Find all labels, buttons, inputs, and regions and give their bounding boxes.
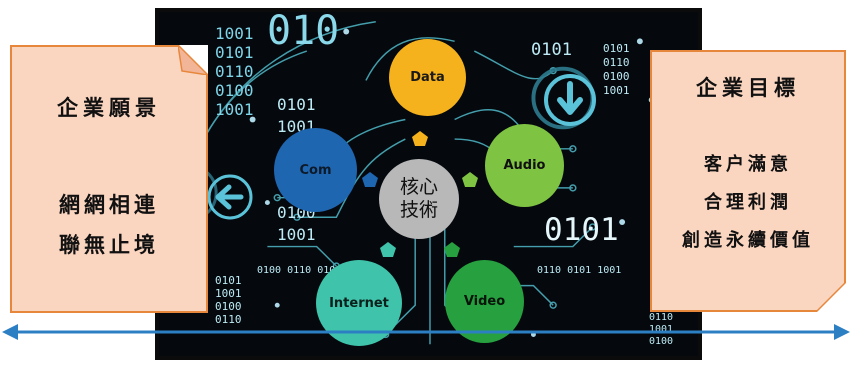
- binary-text: 0110: [603, 56, 630, 69]
- internet-label: Internet: [329, 295, 389, 311]
- binary-large-top: 010: [267, 8, 340, 54]
- data-label: Data: [410, 70, 445, 85]
- down-arrow-circle-icon: [544, 74, 596, 126]
- binary-column-bottom-left: 0101 1001 0100 0110: [215, 274, 242, 326]
- vision-note-line: 聯無止境: [59, 232, 159, 257]
- pentagon-connector-icon: [380, 242, 396, 257]
- pentagon-connector-icon: [362, 172, 378, 187]
- data-circle: Data: [389, 39, 466, 116]
- pentagon-connector-icon: [444, 242, 460, 257]
- goals-note-line: 合理利潤: [704, 192, 792, 213]
- binary-top-right-b: 0101: [531, 40, 572, 60]
- double-arrow-icon: [2, 324, 850, 340]
- vision-note-title: 企業願景: [57, 95, 161, 120]
- audio-label: Audio: [503, 158, 546, 173]
- goals-note-line: 客户滿意: [704, 154, 792, 175]
- audio-circle: Audio: [485, 124, 564, 207]
- binary-text: 0101: [215, 274, 242, 287]
- goals-note: 企業目標 客户滿意 合理利潤 創造永續價值: [650, 50, 846, 312]
- core-label-line: 技術: [399, 199, 438, 221]
- core-technology-circle: 核心 技術: [379, 159, 459, 239]
- binary-large-right: 0101: [544, 212, 619, 248]
- binary-text: 0110: [215, 62, 254, 81]
- binary-text: 1001: [277, 225, 316, 244]
- binary-text: 0100: [603, 70, 630, 83]
- binary-column-bottom-right: 0110 1001 0100: [649, 312, 673, 348]
- binary-text: 1001: [215, 287, 242, 300]
- page-curl-icon: [816, 282, 846, 312]
- goals-note-line: 創造永續價值: [682, 230, 814, 251]
- binary-column-top-left: 1001 0101 0110 0100 1001: [215, 24, 254, 119]
- binary-row-left: 0100 0110 0101: [257, 265, 342, 276]
- video-circle: Video: [445, 260, 524, 343]
- core-label-line: 核心: [399, 176, 438, 198]
- binary-text: 1001: [649, 324, 674, 335]
- binary-text: 0110: [649, 312, 674, 323]
- binary-row-right: 0110 0101 1001: [537, 265, 622, 276]
- binary-text: 1001: [215, 100, 254, 119]
- vision-note: 企業願景 網網相連 聯無止境: [10, 45, 208, 313]
- com-circle: Com: [274, 128, 357, 212]
- com-label: Com: [299, 162, 332, 178]
- binary-text: 0101: [277, 95, 316, 114]
- page-curl-icon: [178, 45, 208, 75]
- vision-note-line: 網網相連: [59, 192, 159, 217]
- video-label: Video: [463, 294, 506, 309]
- pentagon-connector-icon: [462, 172, 478, 187]
- binary-text: 0100: [649, 336, 674, 347]
- pentagon-connector-icon: [412, 131, 428, 146]
- binary-text: 1001: [215, 24, 254, 43]
- binary-column-top-right-a: 0101 0110 0100 1001: [603, 42, 630, 98]
- binary-text: 0100: [215, 300, 242, 313]
- binary-text: 0100: [215, 81, 254, 100]
- goals-note-title: 企業目標: [696, 75, 800, 100]
- binary-text: 0110: [215, 313, 242, 326]
- binary-text: 1001: [603, 84, 630, 97]
- binary-text: 0101: [603, 42, 630, 55]
- binary-text: 0101: [215, 43, 254, 62]
- left-arrow-circle-icon: [207, 174, 253, 220]
